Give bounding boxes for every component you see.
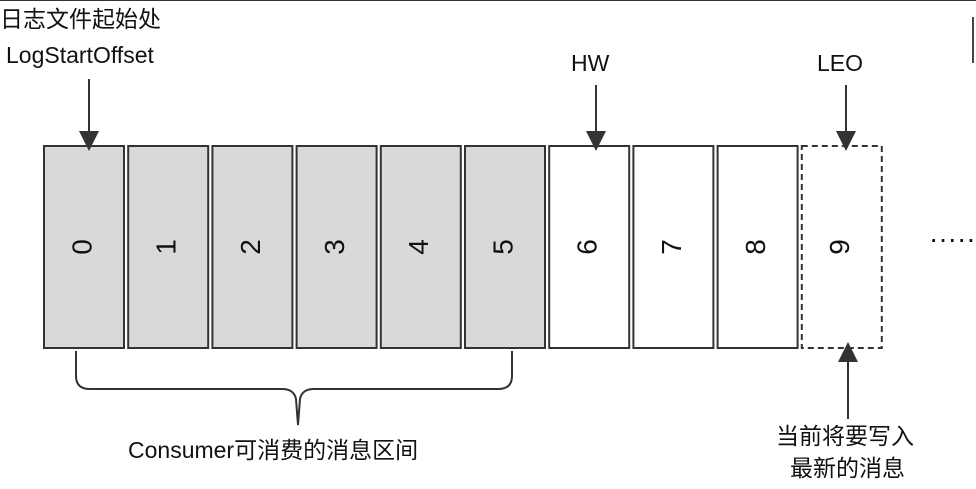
- log-start-offset-label: LogStartOffset: [6, 42, 154, 68]
- message-cells: 0 1 2 3 4 5 6 7 8 9: [43, 145, 883, 349]
- message-cell-label-6: 6: [572, 239, 603, 255]
- message-cell-5: [464, 145, 546, 349]
- message-cell-label-7: 7: [656, 239, 687, 255]
- message-cell-1: [127, 145, 210, 349]
- cropped-edge-mark: [972, 17, 976, 63]
- message-cell-label-3: 3: [319, 239, 350, 255]
- message-cell-2: [211, 145, 294, 349]
- ellipsis-text: ·····: [929, 223, 976, 254]
- message-cell-label-9: 9: [824, 239, 855, 255]
- message-cell-label-8: 8: [740, 239, 771, 255]
- log-start-title: 日志文件起始处: [0, 6, 161, 32]
- message-cell-label-1: 1: [151, 239, 182, 255]
- message-cell-7: [632, 145, 715, 349]
- message-cell-label-5: 5: [487, 239, 518, 255]
- message-cell-0: [43, 145, 125, 349]
- message-cell-3: [295, 145, 378, 349]
- message-cell-label-0: 0: [66, 239, 97, 255]
- next-message-label-line2: 最新的消息: [790, 455, 905, 481]
- message-cell-label-2: 2: [235, 239, 266, 255]
- message-cell-label-4: 4: [403, 239, 434, 255]
- next-message-label-line1: 当前将要写入: [776, 423, 914, 449]
- consumer-range-brace: [75, 351, 513, 426]
- hw-label: HW: [571, 50, 610, 76]
- message-cell-4: [379, 145, 462, 349]
- message-cell-6: [548, 145, 631, 349]
- message-cell-8: [716, 145, 799, 349]
- consumer-range-label: Consumer可消费的消息区间: [128, 437, 419, 463]
- leo-label: LEO: [817, 50, 864, 76]
